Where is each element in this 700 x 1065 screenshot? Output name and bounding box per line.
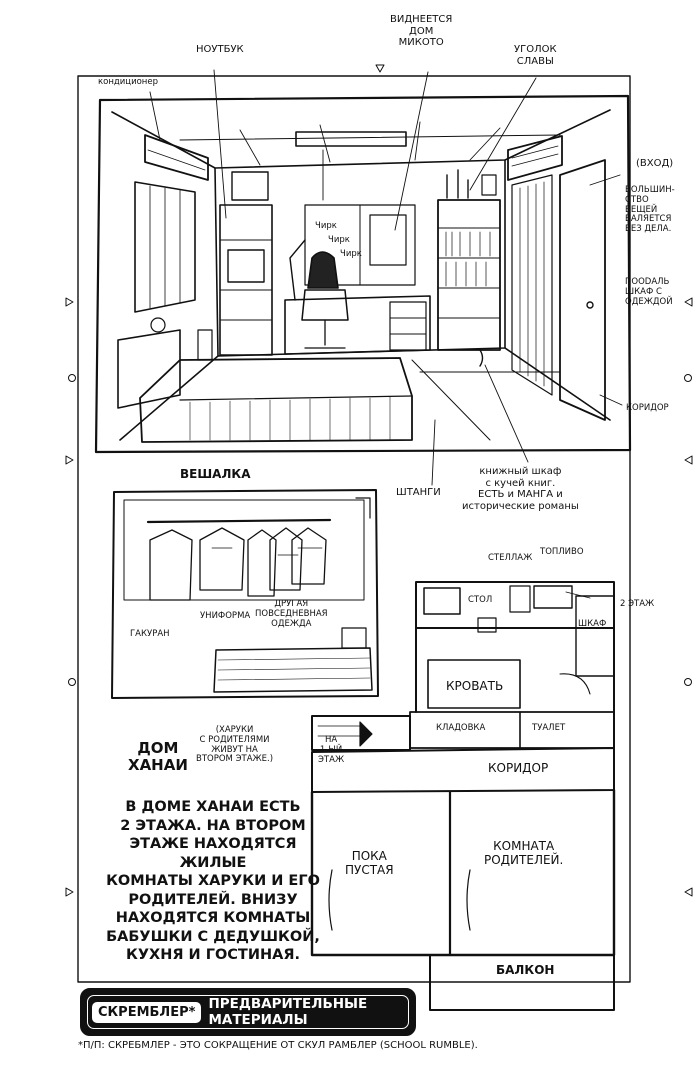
room-panel [94,69,632,486]
title-banner-inner: СКРЕМБЛЕР* ПРЕДВАРИТЕЛЬНЫЕ МАТЕРИАЛЫ [87,995,409,1029]
label-konditsioner: кондиционер [98,77,158,87]
footnote: *П/П: СКРЕБМЛЕР - ЭТО СОКРАЩЕНИЕ ОТ СКУЛ… [78,1040,478,1051]
label-gakuran: ГАКУРАН [130,629,170,639]
registration-marks [65,64,693,897]
label-knizhny-shkaf: книжный шкаф с кучей книг. ЕСТЬ и МАНГА … [462,466,579,512]
label-poka-pustaya: ПОКА ПУСТАЯ [345,849,394,877]
label-tualet: ТУАЛЕТ [532,723,566,733]
banner-title-text: ПРЕДВАРИТЕЛЬНЫЕ МАТЕРИАЛЫ [208,996,368,1028]
label-komnata-roditeley: КОМНАТА РОДИТЕЛЕЙ. [484,839,564,867]
label-noutbuk: НОУТБУК [196,44,244,55]
label-vkhod: (ВХОД) [636,158,674,169]
label-stol: СТОЛ [468,595,493,605]
heading-dom-hanai: ДОМ ХАНАИ [128,739,188,775]
description-text: В ДОМЕ ХАНАИ ЕСТЬ 2 ЭТАЖА. НА ВТОРОМ ЭТА… [106,799,320,964]
label-koridor-room: КОРИДОР [626,403,669,413]
label-shtangi: ШТАНГИ [396,487,441,498]
label-koridor-plan: КОРИДОР [488,761,549,775]
label-uniforma: УНИФОРМА [200,611,251,621]
label-na-1-etazh: НА 1-ЫЙ ЭТАЖ [318,735,345,765]
label-veshalka: ВЕШАЛКА [180,467,251,481]
label-2-etazh: 2 ЭТАЖ [620,599,655,609]
note-haruki: (ХАРУКИ С РОДИТЕЛЯМИ ЖИВУТ НА ВТОРОМ ЭТА… [196,725,274,765]
label-ugolok-slavy: УГОЛОК СЛАВЫ [514,44,557,67]
banner-logo-text: СКРЕМБЛЕР* [92,1001,202,1023]
label-drugaya-odezhda: ДРУГАЯ ПОВСЕДНЕВНАЯ ОДЕЖДА [255,599,328,629]
label-krovat: КРОВАТЬ [446,679,504,693]
label-kladovka: КЛАДОВКА [436,723,486,733]
label-balkon: БАЛКОН [496,963,555,977]
label-toplivo: ТОПЛИВО [540,547,584,557]
label-dom-mikoto: ВИДНЕЕТСЯ ДОМ МИКОТО [390,14,453,48]
floor-plan [310,581,616,1011]
page-frame [77,75,631,983]
wardrobe-panel [111,489,379,699]
label-stellazh: СТЕЛЛАЖ [488,553,533,563]
label-chirk-3: Чирк [340,249,362,259]
label-podal-shkaf: ПОODАЛЬ ШКАФ С ОДЕЖДОЙ [625,277,673,307]
label-chirk-1: Чирк [315,221,337,231]
title-banner: СКРЕМБЛЕР* ПРЕДВАРИТЕЛЬНЫЕ МАТЕРИАЛЫ [80,988,416,1036]
label-chirk-2: Чирк [328,235,350,245]
label-bolshinstvo: БОЛЬШИН- СТВО ВЕЩЕЙ ВАЛЯЕТСЯ БЕЗ ДЕЛА. [625,185,675,235]
label-shkaf: ШКАФ [578,619,607,629]
